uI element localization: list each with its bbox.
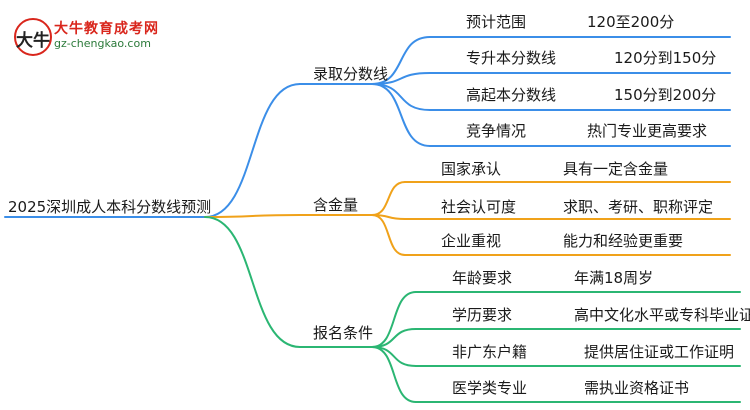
branch-requirements-label: 报名条件 [313,324,374,342]
score-item-key: 高起本分数线 [466,86,557,104]
site-logo[interactable]: 大牛 大牛教育成考网 gz-chengkao.com [6,12,181,56]
leaf-connector [371,72,431,85]
requirement-item-key: 医学类专业 [452,379,528,397]
value-item-key: 国家承认 [441,160,502,178]
branch-score-label: 录取分数线 [313,65,389,83]
value-item-value: 能力和经验更重要 [563,232,684,250]
requirement-item-key: 学历要求 [452,306,513,324]
value-item-key: 企业重视 [441,232,502,250]
requirement-item-value: 提供居住证或工作证明 [584,343,735,361]
requirement-item-value: 年满18周岁 [574,269,654,287]
branch-connector [204,216,301,348]
leaf-connector [371,328,417,348]
leaf-connector [371,346,417,367]
score-item-value: 150分到200分 [614,86,717,104]
leaf-connector [371,291,417,348]
leaf-connector [371,83,431,111]
logo-badge-glyph: 大牛 [16,31,50,51]
logo-url: gz-chengkao.com [54,37,151,50]
requirement-item-value: 高中文化水平或专科毕业证 [574,306,750,324]
score-item-value: 120至200分 [587,13,675,31]
score-item-value: 120分到150分 [614,49,717,67]
requirement-item-value: 需执业资格证书 [584,379,690,397]
score-item-key: 竞争情况 [466,122,527,140]
branch-connector [204,214,301,218]
score-item-value: 热门专业更高要求 [587,122,708,140]
leaf-connector [371,36,431,85]
root-node: 2025深圳成人本科分数线预测 [8,198,212,216]
leaf-connector [371,346,417,403]
leaf-connector [371,214,406,256]
leaf-connector [371,181,406,216]
logo-site-name: 大牛教育成考网 [54,21,159,37]
value-item-value: 求职、考研、职称评定 [563,198,714,216]
requirement-item-key: 非广东户籍 [452,343,528,361]
value-item-value: 具有一定含金量 [563,160,669,178]
leaf-connector [371,83,431,147]
logo-badge-icon: 大牛 [14,18,52,56]
requirement-item-key: 年龄要求 [452,269,513,287]
score-item-key: 专升本分数线 [466,49,557,67]
branch-connector [204,83,301,218]
value-item-key: 社会认可度 [441,198,517,216]
score-item-key: 预计范围 [466,13,527,31]
branch-value-label: 含金量 [313,196,359,214]
